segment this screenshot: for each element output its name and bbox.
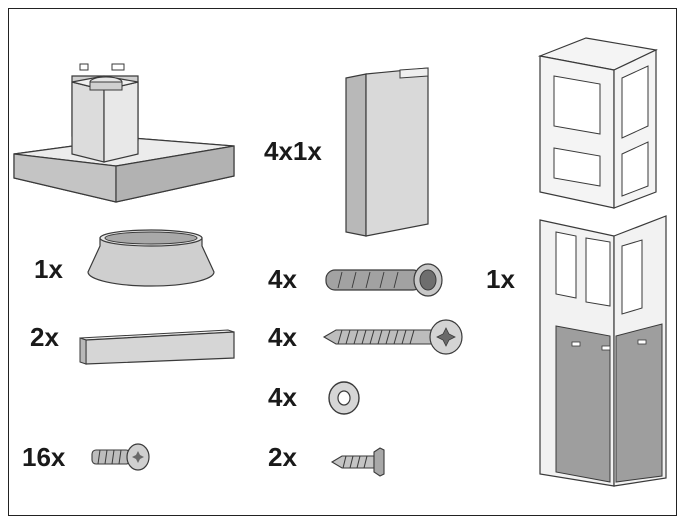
long-torx-screw-icon [322, 319, 463, 355]
sheet-metal-screw-icon [330, 447, 385, 477]
quantity-wall-anchor: 4x [268, 264, 297, 294]
chimney-cover-panel-icon [345, 67, 429, 237]
chimney-support-frame-icon [537, 37, 667, 487]
quantity-bracket-strip: 2x [30, 322, 59, 352]
washer-ring-icon [328, 381, 360, 415]
small-pan-head-screw-icon [91, 443, 150, 471]
chimney-hood-body-icon [13, 63, 235, 203]
quantity-exhaust-collar: 1x [34, 254, 63, 284]
exhaust-collar-ring-icon [87, 229, 215, 287]
quantity-washer: 4x [268, 382, 297, 412]
wall-anchor-plug-icon [325, 263, 443, 297]
mounting-bracket-strip-icon [79, 329, 235, 365]
quantity-support-frame: 1x [486, 264, 515, 294]
quantity-sheet-screw: 2x [268, 442, 297, 472]
diagram-frame [8, 8, 677, 516]
quantity-chimney-cover: 4x1x [264, 136, 322, 166]
quantity-long-screw: 4x [268, 322, 297, 352]
quantity-small-screw: 16x [22, 442, 66, 472]
